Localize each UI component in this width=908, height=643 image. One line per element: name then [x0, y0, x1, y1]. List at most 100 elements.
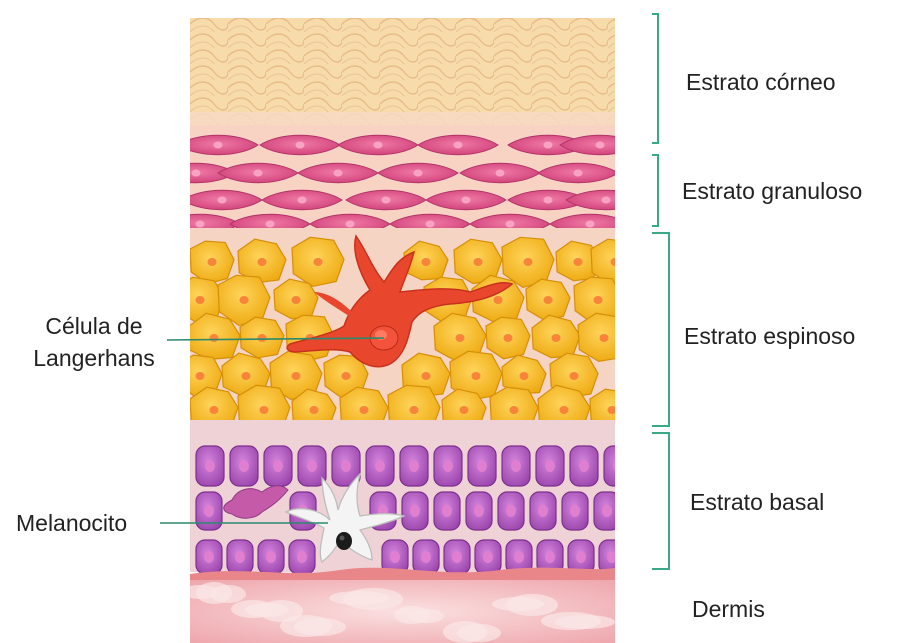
- bracket-corneo: [652, 14, 658, 143]
- espinoso-nucleus: [292, 296, 301, 304]
- basal-nucleus: [602, 505, 612, 517]
- basal-nucleus: [442, 505, 452, 517]
- granuloso-nucleus: [346, 221, 355, 228]
- granuloso-nucleus: [414, 170, 423, 177]
- basal-cell: [604, 446, 632, 486]
- granuloso-nucleus: [296, 142, 305, 149]
- espinoso-nucleus: [504, 334, 513, 342]
- espinoso-nucleus: [422, 372, 431, 380]
- dermis-fiber: [457, 624, 501, 642]
- basal-nucleus: [239, 460, 249, 472]
- espinoso-nucleus: [258, 258, 267, 266]
- espinoso-nucleus: [460, 406, 469, 414]
- granuloso-nucleus: [218, 197, 227, 204]
- granuloso-nucleus: [586, 221, 595, 228]
- espinoso-nucleus: [611, 258, 620, 266]
- basal-nucleus: [390, 551, 400, 563]
- espinoso-nucleus: [570, 372, 579, 380]
- granuloso-nucleus: [506, 221, 515, 228]
- label-dermis: Dermis: [692, 594, 765, 624]
- basal-nucleus: [538, 505, 548, 517]
- granuloso-nucleus: [374, 142, 383, 149]
- espinoso-nucleus: [410, 406, 419, 414]
- dermis-fiber: [343, 588, 403, 610]
- espinoso-nucleus: [210, 334, 219, 342]
- espinoso-nucleus: [260, 406, 269, 414]
- espinoso-nucleus: [510, 406, 519, 414]
- espinoso-nucleus: [608, 406, 617, 414]
- basal-nucleus: [506, 505, 516, 517]
- basal-nucleus: [341, 460, 351, 472]
- espinoso-nucleus: [524, 258, 533, 266]
- label-estrato-corneo: Estrato córneo: [686, 67, 836, 97]
- basal-nucleus: [607, 551, 617, 563]
- basal-nucleus: [443, 460, 453, 472]
- basal-nucleus: [483, 551, 493, 563]
- basal-nucleus: [477, 460, 487, 472]
- granuloso-nucleus: [496, 170, 505, 177]
- basal-nucleus: [474, 505, 484, 517]
- espinoso-nucleus: [560, 406, 569, 414]
- espinoso-nucleus: [494, 296, 503, 304]
- espinoso-nucleus: [292, 372, 301, 380]
- dermis-fiber: [408, 609, 444, 623]
- granuloso-nucleus: [596, 142, 605, 149]
- basal-nucleus: [511, 460, 521, 472]
- granuloso-nucleus: [426, 221, 435, 228]
- label-langerhans-line2: Langerhans: [16, 343, 172, 373]
- espinoso-nucleus: [310, 406, 319, 414]
- basal-nucleus: [514, 551, 524, 563]
- granuloso-nucleus: [602, 197, 611, 204]
- basal-nucleus: [421, 551, 431, 563]
- granuloso-nucleus: [192, 170, 201, 177]
- espinoso-nucleus: [360, 406, 369, 414]
- espinoso-nucleus: [196, 296, 205, 304]
- espinoso-nucleus: [600, 334, 609, 342]
- granuloso-nucleus: [544, 142, 553, 149]
- bracket-basal: [652, 433, 669, 569]
- granuloso-nucleus: [266, 221, 275, 228]
- granuloso-nucleus: [544, 197, 553, 204]
- granuloso-nucleus: [298, 197, 307, 204]
- basal-nucleus: [409, 460, 419, 472]
- espinoso-nucleus: [210, 406, 219, 414]
- espinoso-nucleus: [594, 296, 603, 304]
- granuloso-nucleus: [574, 170, 583, 177]
- espinoso-nucleus: [472, 372, 481, 380]
- basal-nucleus: [452, 551, 462, 563]
- basal-nucleus: [545, 460, 555, 472]
- basal-nucleus: [307, 460, 317, 472]
- espinoso-nucleus: [258, 334, 267, 342]
- granuloso-nucleus: [254, 170, 263, 177]
- granuloso-nucleus: [214, 142, 223, 149]
- espinoso-nucleus: [552, 334, 561, 342]
- bracket-espinoso: [652, 233, 669, 426]
- basal-nucleus: [576, 551, 586, 563]
- espinoso-nucleus: [574, 258, 583, 266]
- basal-nucleus: [297, 551, 307, 563]
- bracket-granuloso: [652, 155, 658, 226]
- granuloso-nucleus: [454, 142, 463, 149]
- basal-nucleus: [545, 551, 555, 563]
- dermis-fiber: [506, 594, 558, 616]
- basal-nucleus: [613, 460, 623, 472]
- espinoso-nucleus: [240, 296, 249, 304]
- espinoso-nucleus: [544, 296, 553, 304]
- dermis-fiber: [555, 615, 615, 629]
- basal-nucleus: [204, 551, 214, 563]
- basal-nucleus: [579, 460, 589, 472]
- basal-nucleus: [204, 505, 214, 517]
- dermis-fiber: [294, 618, 346, 636]
- granuloso-nucleus: [334, 170, 343, 177]
- granuloso-nucleus: [462, 197, 471, 204]
- basal-nucleus: [205, 460, 215, 472]
- label-estrato-espinoso: Estrato espinoso: [684, 321, 855, 351]
- basal-nucleus: [570, 505, 580, 517]
- basal-nucleus: [235, 551, 245, 563]
- basal-nucleus: [410, 505, 420, 517]
- espinoso-nucleus: [208, 258, 217, 266]
- espinoso-nucleus: [314, 258, 323, 266]
- espinoso-nucleus: [242, 372, 251, 380]
- basal-nucleus: [375, 460, 385, 472]
- espinoso-nucleus: [474, 258, 483, 266]
